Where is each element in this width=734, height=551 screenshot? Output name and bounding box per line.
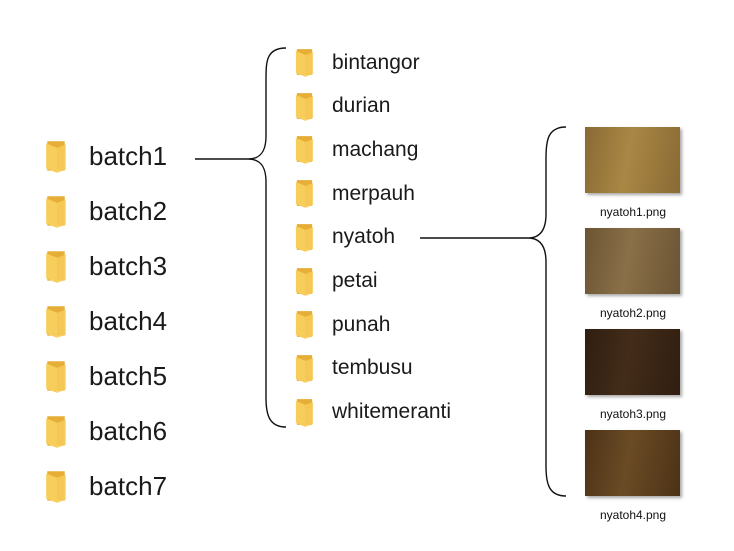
folder-label: batch3 xyxy=(89,251,168,281)
folder-item-batch4[interactable]: batch4 xyxy=(44,305,167,338)
image-filename: nyatoh2.png xyxy=(599,306,667,320)
folder-item-durian[interactable]: durian xyxy=(294,92,390,121)
folder-item-batch3[interactable]: batch3 xyxy=(44,250,167,283)
folder-item-batch7[interactable]: batch7 xyxy=(44,470,167,503)
folder-icon xyxy=(44,195,68,228)
folder-label: machang xyxy=(332,137,419,161)
folder-icon xyxy=(44,415,68,448)
image-thumbnail[interactable] xyxy=(585,329,680,395)
folder-label: punah xyxy=(332,312,391,336)
folder-icon xyxy=(44,250,68,283)
folder-item-batch6[interactable]: batch6 xyxy=(44,415,167,448)
folder-icon xyxy=(44,470,68,503)
folder-item-punah[interactable]: punah xyxy=(294,310,391,340)
folder-label: tembusu xyxy=(332,356,413,380)
folder-label: batch4 xyxy=(89,306,168,336)
folder-icon xyxy=(294,398,315,427)
folder-label: batch2 xyxy=(89,196,168,226)
folder-item-nyatoh[interactable]: nyatoh xyxy=(294,223,395,252)
folder-item-batch1[interactable]: batch1 xyxy=(44,140,167,173)
folder-label: whitemeranti xyxy=(332,400,452,424)
image-filename: nyatoh4.png xyxy=(599,508,667,522)
folder-icon xyxy=(294,267,315,296)
folder-icon xyxy=(294,223,315,252)
folder-label: batch1 xyxy=(89,141,168,171)
folder-label: batch5 xyxy=(89,361,168,391)
folder-item-whitemeranti[interactable]: whitemeranti xyxy=(294,398,451,427)
image-filename: nyatoh1.png xyxy=(599,205,667,219)
folder-label: nyatoh xyxy=(332,225,396,249)
folder-item-merpauh[interactable]: merpauh xyxy=(294,179,415,208)
folder-icon xyxy=(294,48,315,77)
image-thumbnail[interactable] xyxy=(585,430,680,496)
folder-icon xyxy=(294,179,315,208)
folder-label: batch7 xyxy=(89,471,168,501)
folder-label: bintangor xyxy=(332,50,420,74)
folder-label: durian xyxy=(332,94,391,118)
folder-label: petai xyxy=(332,269,378,292)
folder-item-batch2[interactable]: batch2 xyxy=(44,195,167,228)
folder-icon xyxy=(294,92,315,121)
folder-icon xyxy=(294,354,315,383)
folder-item-machang[interactable]: machang xyxy=(294,135,419,165)
folder-item-batch5[interactable]: batch5 xyxy=(44,360,167,393)
folder-item-tembusu[interactable]: tembusu xyxy=(294,354,413,383)
image-thumbnail[interactable] xyxy=(585,228,680,294)
folder-icon xyxy=(44,140,68,173)
folder-icon xyxy=(44,305,68,338)
image-brace xyxy=(527,126,567,497)
folder-item-petai[interactable]: petai xyxy=(294,267,378,296)
image-thumbnail[interactable] xyxy=(585,127,680,193)
folder-icon xyxy=(294,310,315,340)
folder-item-bintangor[interactable]: bintangor xyxy=(294,48,420,77)
folder-icon xyxy=(44,360,68,393)
subfolder-brace xyxy=(247,47,287,428)
folder-label: merpauh xyxy=(332,181,415,205)
folder-label: batch6 xyxy=(89,416,168,446)
image-filename: nyatoh3.png xyxy=(599,407,667,421)
folder-icon xyxy=(294,135,315,165)
